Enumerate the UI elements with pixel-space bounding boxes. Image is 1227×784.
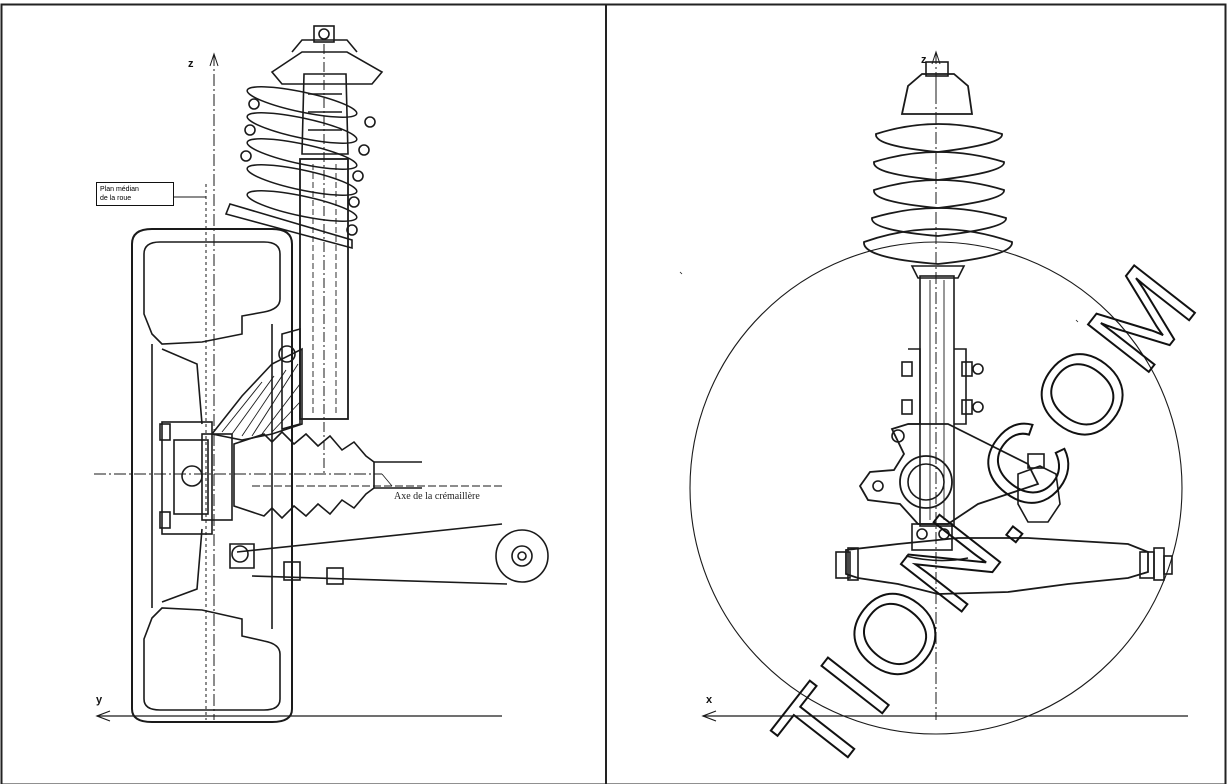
rack-axis-label: Axe de la crémaillère: [394, 492, 480, 502]
z-axis-label: z: [921, 54, 927, 66]
callout-line-2: de la roue: [100, 194, 170, 203]
z-axis-label: z: [188, 58, 194, 70]
strut-front-view-drawing: [608, 4, 1225, 784]
strut-side-view-drawing: [2, 4, 606, 784]
callout-line-1: Plan médian: [100, 185, 170, 194]
x-axis-label: x: [706, 694, 712, 706]
right-panel-suspension-front-view: z x: [608, 4, 1225, 784]
wheel-median-plane-callout: Plan médian de la roue: [96, 182, 174, 206]
y-axis-label: y: [96, 694, 102, 706]
left-panel-suspension-side-view: z y Plan médian de la roue Axe de la cré…: [2, 4, 606, 784]
